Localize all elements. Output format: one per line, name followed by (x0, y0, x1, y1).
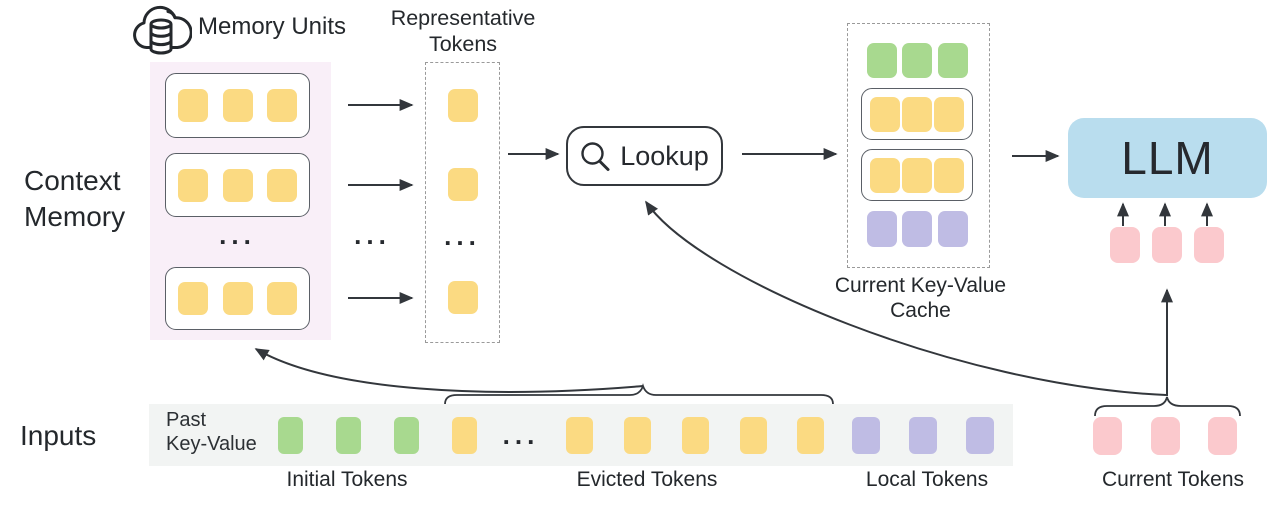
memory-token (178, 89, 208, 122)
representative-tokens-box: ... (425, 62, 500, 343)
search-icon (580, 141, 611, 172)
cache-token-purple (866, 211, 897, 247)
memory-token (267, 282, 297, 315)
representative-token (448, 168, 478, 201)
current-token (1093, 417, 1122, 455)
cache-row-initial (861, 43, 973, 78)
arrow-column-ellipsis: ... (354, 220, 391, 250)
cache-token-yellow (902, 157, 932, 193)
local-token (909, 417, 937, 454)
current-tokens-label: Current Tokens (1101, 468, 1245, 491)
memory-token (222, 89, 253, 122)
memory-units-ellipsis: ... (219, 220, 256, 250)
local-token (966, 417, 994, 454)
cache-token-yellow (902, 96, 932, 132)
representative-label-line1: Representative (390, 6, 536, 30)
llm-input-token (1110, 227, 1140, 263)
evicted-token (452, 417, 477, 454)
cache-row-local (861, 211, 973, 247)
cache-retrieved-unit-card (861, 149, 973, 201)
past-kv-line2: Key-Value (166, 433, 257, 455)
lookup-node: Lookup (566, 126, 723, 186)
memory-units-cloud-icon (128, 2, 193, 60)
lookup-label: Lookup (620, 140, 709, 171)
cache-token-purple (937, 211, 968, 247)
cache-token-purple (902, 211, 932, 247)
evicted-token (740, 417, 767, 454)
current-token (1151, 417, 1180, 455)
memory-unit-card (165, 73, 310, 138)
llm-input-token (1194, 227, 1224, 263)
initial-token (278, 417, 303, 454)
cache-token-yellow (870, 157, 900, 193)
context-memory-panel: ... (150, 62, 331, 340)
memory-token (267, 168, 297, 202)
memory-token (178, 282, 208, 315)
cache-label-line1: Current Key-Value (834, 274, 1007, 297)
cache-retrieved-unit-card (861, 88, 973, 140)
evicted-tokens-ellipsis: ... (502, 420, 540, 450)
initial-tokens-label: Initial Tokens (286, 468, 408, 491)
cache-token-yellow (934, 157, 964, 193)
initial-token (394, 417, 419, 454)
evicted-token (682, 417, 709, 454)
memory-token (222, 282, 253, 315)
initial-token (336, 417, 361, 454)
context-memory-label: Context Memory (24, 163, 125, 235)
local-tokens-label: Local Tokens (865, 468, 989, 491)
memory-token (222, 168, 253, 202)
llm-node: LLM (1068, 118, 1267, 198)
memory-token (267, 89, 297, 122)
llm-label: LLM (1121, 132, 1214, 184)
context-memory-line2: Memory (24, 201, 126, 232)
current-kv-cache-box (847, 23, 990, 268)
memory-unit-card (165, 153, 310, 217)
memory-unit-card (165, 267, 310, 330)
cache-token-green (937, 43, 968, 78)
evicted-tokens-brace (444, 383, 834, 405)
current-token (1208, 417, 1237, 455)
llm-input-token (1152, 227, 1182, 263)
memory-token (178, 168, 208, 202)
current-tokens-brace (1094, 396, 1241, 417)
memory-units-label: Memory Units (198, 13, 347, 40)
cache-token-yellow (870, 96, 900, 132)
context-memory-line1: Context (24, 165, 121, 196)
past-kv-label: Past Key-Value (166, 408, 257, 456)
representative-ellipsis: ... (444, 221, 481, 251)
cache-label-line2: Cache (890, 299, 951, 322)
representative-label-line2: Tokens (428, 32, 498, 56)
evicted-token (624, 417, 651, 454)
cache-token-green (866, 43, 897, 78)
evicted-token (797, 417, 824, 454)
evicted-tokens-label: Evicted Tokens (576, 468, 718, 491)
inputs-label: Inputs (20, 420, 97, 451)
cache-token-yellow (934, 96, 964, 132)
local-token (852, 417, 880, 454)
representative-token (448, 89, 478, 122)
cache-token-green (902, 43, 932, 78)
evicted-token (566, 417, 593, 454)
past-kv-line1: Past (166, 409, 207, 431)
representative-tokens-label: Representative Tokens (383, 5, 543, 57)
arrow-evicted-to-memory (254, 348, 644, 393)
current-kv-cache-label: Current Key-Value Cache (828, 273, 1013, 323)
representative-token (448, 281, 478, 314)
